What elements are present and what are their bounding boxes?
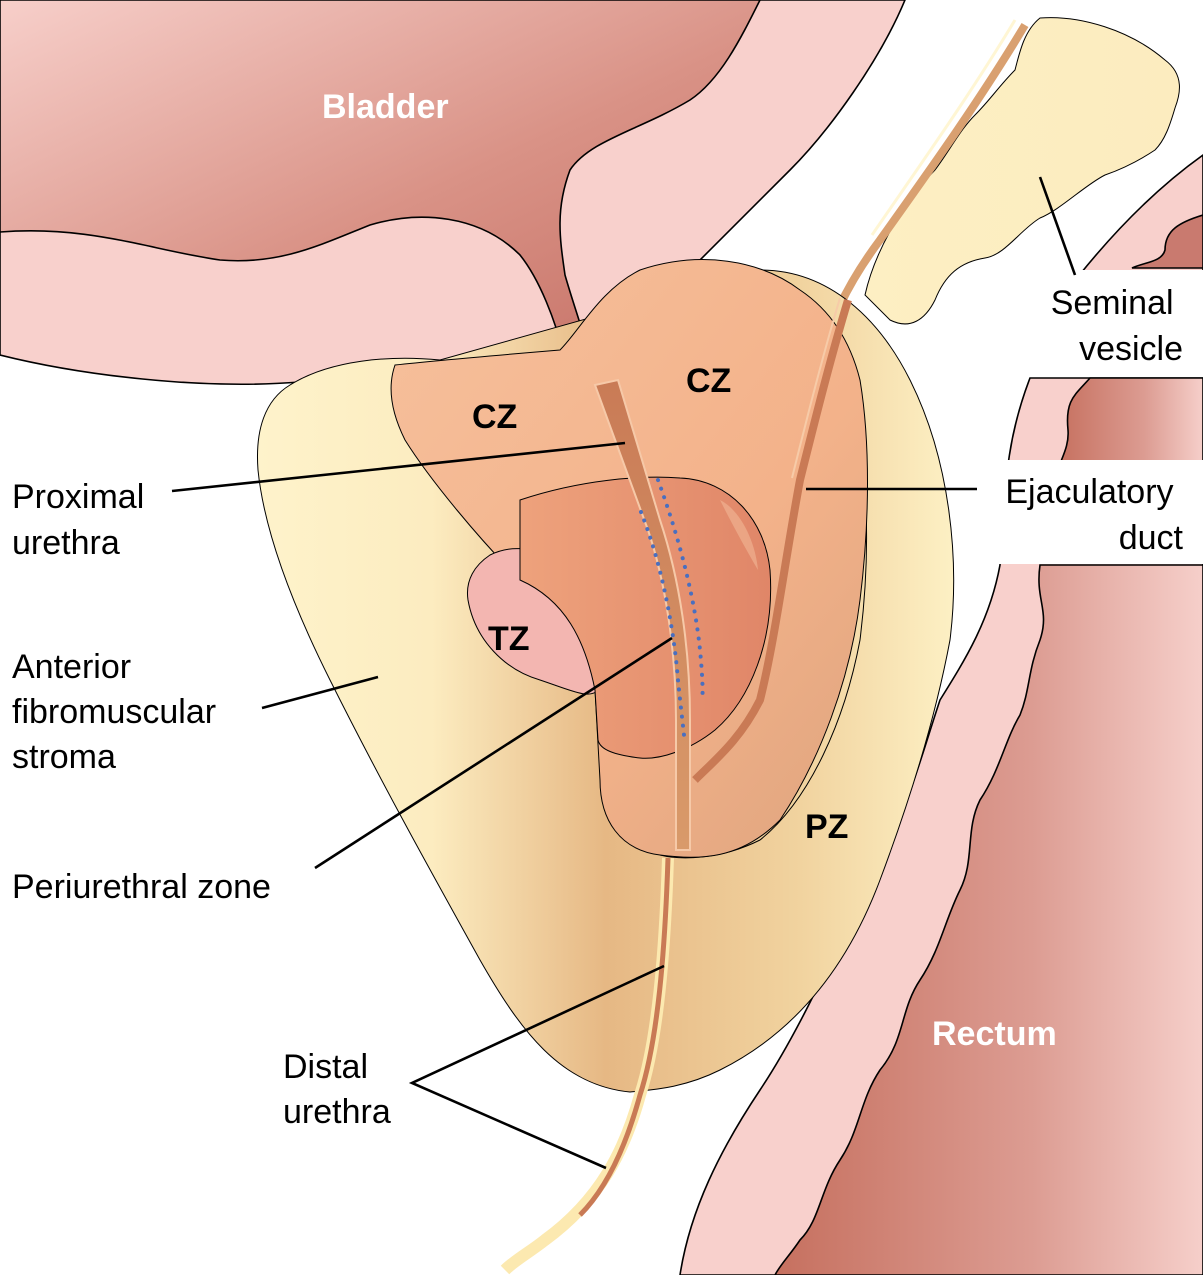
rectum-label: Rectum [932,1015,1057,1053]
seminal-vesicle-label: Seminal vesicle [1051,284,1183,368]
ejaculatory-duct [692,298,852,783]
periurethral-dotted-lines [639,478,705,737]
ejaculatory-duct-label: Ejaculatory duct [1005,473,1183,557]
leader-anterior-stroma [261,675,379,710]
leader-distal-urethra [408,964,665,1170]
label-panel-ejaculatory [980,460,1203,564]
periurethral-highlight [720,500,758,570]
rectum [679,154,1203,1275]
leader-periurethral-zone [314,636,673,870]
proximal-urethra [593,378,691,851]
bladder [0,0,906,385]
proximal-urethra-label: Proximal urethra [12,478,154,562]
rectum-lumen-lower [774,564,1203,1275]
label-panel-seminal [1020,270,1203,376]
periurethral-zone [519,476,772,759]
tz-label: TZ [488,620,530,658]
leader-seminal-vesicle [1038,176,1077,276]
anterior-stroma-label: Anterior fibromuscular stroma [12,648,226,776]
seminal-vesicle-body [864,17,1180,325]
distal-urethra [500,857,674,1275]
bladder-label: Bladder [322,88,449,126]
pz-label: PZ [805,808,848,846]
cz-left-label: CZ [472,398,517,436]
distal-urethra-label: Distal urethra [283,1048,391,1131]
cz-right-label: CZ [686,362,731,400]
leader-proximal-urethra [171,441,626,493]
rectum-lumen-upper [1131,214,1203,269]
periurethral-zone-label: Periurethral zone [12,868,271,906]
